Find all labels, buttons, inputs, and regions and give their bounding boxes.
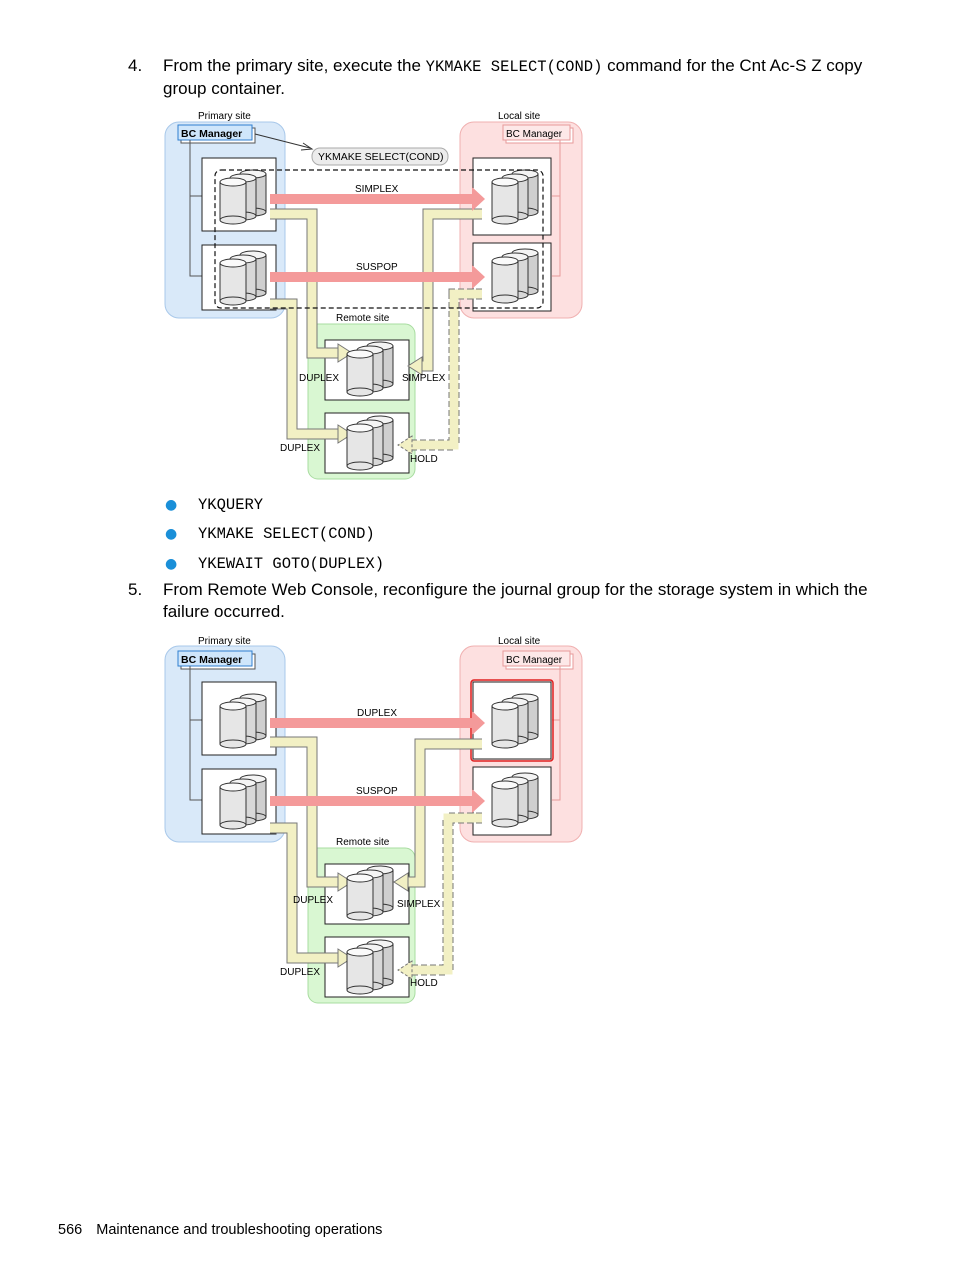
step-text: From Remote Web Console, reconfigure the… — [163, 580, 868, 621]
command-callout-label: YKMAKE SELECT(COND) — [318, 151, 443, 163]
diagram-1: Primary site Local site Remote site BC M… — [164, 111, 583, 480]
remote-site-label: Remote site — [336, 837, 390, 848]
disk-icon — [491, 248, 539, 304]
arrow-label-mid: SUSPOP — [356, 786, 398, 797]
bc-manager-local-label: BC Manager — [506, 655, 563, 666]
bc-manager-local — [502, 124, 571, 141]
status-label: DUPLEX — [280, 967, 320, 978]
disk-icon — [219, 693, 267, 749]
bullet-icon: ● — [165, 526, 178, 542]
status-label: DUPLEX — [280, 443, 320, 454]
status-label: HOLD — [410, 978, 438, 989]
command-text: YKMAKE SELECT(COND) — [425, 58, 603, 76]
status-label: HOLD — [410, 454, 438, 465]
copy-group-outline — [214, 169, 544, 309]
disk-icon — [219, 169, 267, 225]
disk-icon — [346, 939, 394, 995]
page-footer: 566 Maintenance and troubleshooting oper… — [58, 1222, 382, 1238]
step-text: From the primary site, execute the YKMAK… — [163, 55, 873, 100]
command-callout — [311, 147, 449, 166]
diagram-2: Primary site Local site Remote site BC M… — [164, 636, 583, 1004]
status-label: SIMPLEX — [402, 373, 446, 384]
disk-icon — [346, 341, 394, 397]
primary-site-label: Primary site — [198, 636, 251, 647]
arrow-label-top: DUPLEX — [357, 708, 397, 719]
bullet-text: YKQUERY — [198, 496, 264, 514]
bc-manager-local-label: BC Manager — [506, 129, 563, 140]
step-number: 4. — [128, 56, 143, 75]
step-text-part: command for the Cnt Ac-S Z copy group co… — [163, 56, 863, 98]
disk-icon — [346, 865, 394, 921]
arrow-label-top: SIMPLEX — [355, 184, 399, 195]
local-site-label: Local site — [498, 636, 541, 647]
bc-manager-primary — [177, 124, 253, 141]
disk-icon — [491, 772, 539, 828]
section-title: Maintenance and troubleshooting operatio… — [96, 1222, 383, 1238]
disk-icon — [491, 169, 539, 225]
status-label: DUPLEX — [299, 373, 339, 384]
remote-site-label: Remote site — [336, 313, 390, 324]
bullet-icon: ● — [165, 556, 178, 572]
page-number: 566 — [58, 1222, 83, 1238]
local-site-label: Local site — [498, 111, 541, 122]
step-text-part: From the primary site, execute the — [163, 56, 426, 75]
disk-icon — [491, 693, 539, 749]
bullet-text: YKEWAIT GOTO(DUPLEX) — [198, 555, 385, 573]
bullet-text: YKMAKE SELECT(COND) — [198, 525, 375, 543]
bc-manager-primary-label: BC Manager — [181, 128, 242, 140]
disk-icon — [219, 774, 267, 830]
bc-manager-primary-label: BC Manager — [181, 654, 242, 666]
status-label: SIMPLEX — [397, 899, 441, 910]
bc-manager-primary — [177, 650, 253, 667]
status-label: DUPLEX — [293, 895, 333, 906]
primary-site-label: Primary site — [198, 111, 251, 122]
disk-icon — [346, 415, 394, 471]
arrow-label-mid: SUSPOP — [356, 262, 398, 273]
disk-icon — [219, 250, 267, 306]
bc-manager-local — [502, 650, 571, 667]
step-number: 5. — [128, 580, 143, 599]
bullet-icon: ● — [165, 497, 178, 513]
